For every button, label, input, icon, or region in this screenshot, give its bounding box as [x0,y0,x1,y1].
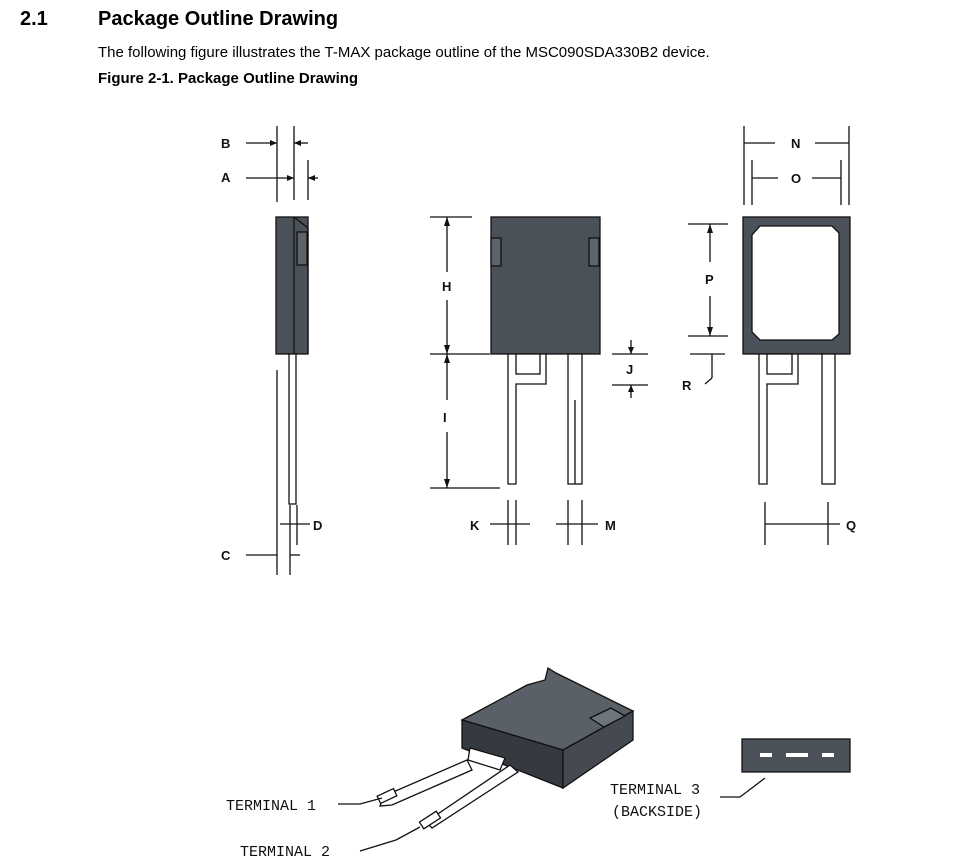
dim-label-p: P [705,272,714,287]
terminal-3-backside-label: (BACKSIDE) [612,804,702,821]
dim-label-h: H [442,279,451,294]
dim-label-r: R [682,378,692,393]
front-view [430,216,648,545]
terminal-3-label: TERMINAL 3 [610,782,700,799]
terminal-2-label: TERMINAL 2 [240,844,330,861]
dim-label-q: Q [846,518,856,533]
dim-label-k: K [470,518,480,533]
dim-label-i: I [443,410,447,425]
back-view [688,126,851,545]
section-title: Package Outline Drawing [98,8,339,30]
side-view [246,126,318,575]
dim-label-d: D [313,518,322,533]
dim-label-c: C [221,548,231,563]
terminal-3-view [720,738,851,798]
dim-label-a: A [221,170,231,185]
dim-label-m: M [605,518,616,533]
dim-label-n: N [791,136,800,151]
section-number: 2.1 [20,8,48,30]
intro-text: The following figure illustrates the T-M… [98,44,710,61]
dim-label-j: J [626,362,633,377]
dim-label-o: O [791,171,801,186]
dim-label-b: B [221,136,230,151]
figure-caption: Figure 2-1. Package Outline Drawing [98,70,359,87]
terminal-1-label: TERMINAL 1 [226,798,316,815]
isometric-view [338,666,635,852]
